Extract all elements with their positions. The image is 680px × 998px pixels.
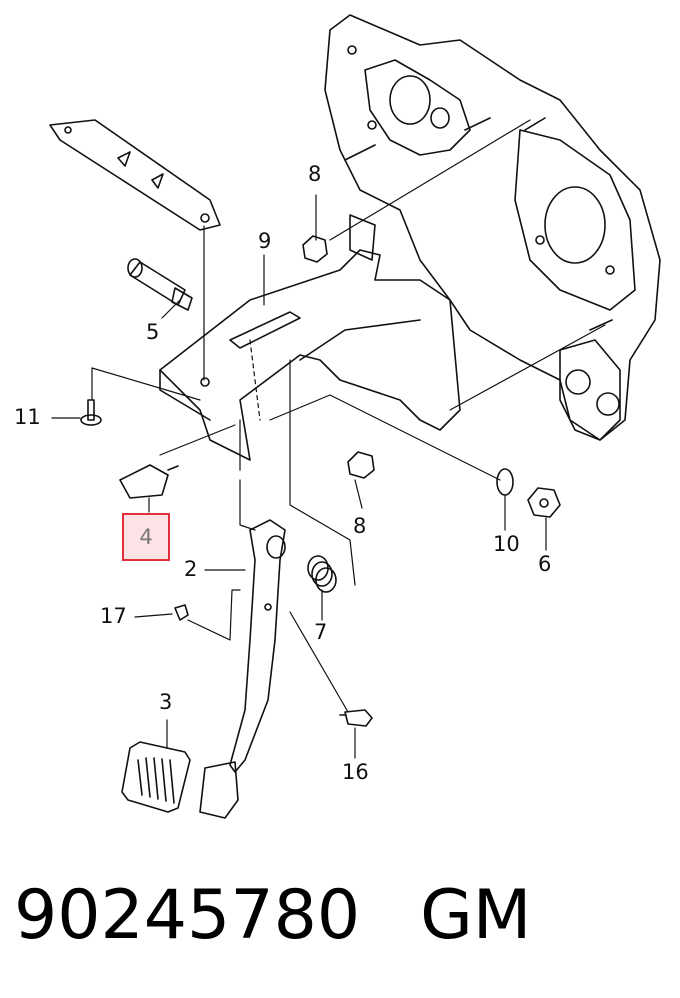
nut-bottom	[347, 451, 375, 479]
callout-6: 6	[538, 552, 552, 576]
callout-17: 17	[100, 604, 127, 628]
nut-top	[302, 235, 328, 263]
leader-lines	[51, 119, 606, 759]
bolt-left	[80, 399, 102, 426]
pedal-bracket	[159, 214, 461, 461]
callout-4-highlighted[interactable]: 4	[122, 513, 170, 561]
callout-8-top: 8	[308, 162, 322, 186]
brake-pedal-arm	[199, 519, 286, 819]
brand-name: GM	[420, 876, 532, 955]
bolt-pedal	[339, 709, 373, 727]
washer-and-nut	[496, 468, 561, 518]
callout-3: 3	[159, 690, 173, 714]
callout-16: 16	[342, 760, 369, 784]
callout-2: 2	[184, 557, 198, 581]
upper-bracket	[49, 119, 221, 231]
callout-10: 10	[493, 532, 520, 556]
callout-7: 7	[314, 620, 328, 644]
callout-9: 9	[258, 229, 272, 253]
pedal-pad	[121, 741, 191, 813]
return-spring	[307, 555, 337, 593]
callout-8-bottom: 8	[353, 514, 367, 538]
exploded-parts-diagram	[49, 14, 661, 819]
callout-11: 11	[14, 405, 41, 429]
stop-lamp-switch	[119, 464, 179, 499]
clip	[174, 604, 189, 621]
pivot-bolt	[127, 258, 193, 311]
part-number: 90245780	[14, 876, 361, 955]
callout-5: 5	[146, 320, 160, 344]
dash-panel	[324, 14, 661, 441]
part-caption: 90245780 GM	[14, 876, 531, 955]
